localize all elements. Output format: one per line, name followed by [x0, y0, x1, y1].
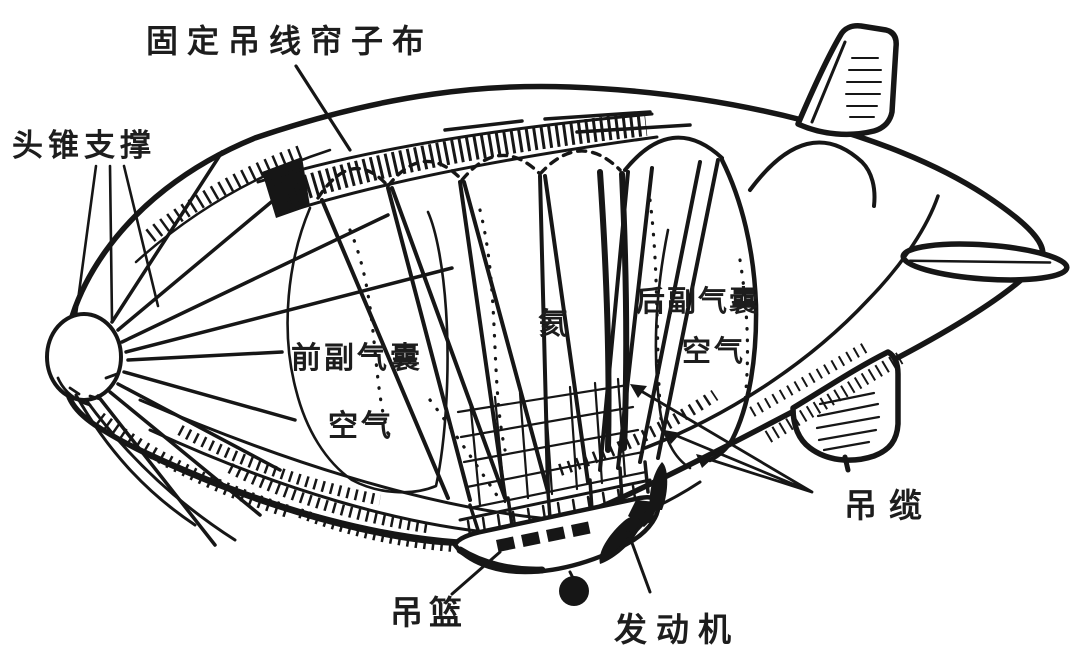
curtain-upper-edge: [256, 112, 654, 184]
horizontal-fin: [900, 241, 1070, 283]
label-rear-air: 空气: [682, 334, 746, 368]
label-front-ballonet: 前副气囊: [291, 341, 423, 376]
nose-cone-cap: [45, 312, 123, 402]
label-nose-support: 头锥支撑: [12, 128, 156, 164]
label-rear-ballonet: 后副气囊: [636, 284, 760, 318]
vertical-fin: [795, 23, 899, 138]
lower-fin-hatch: [815, 391, 881, 452]
gondola-bottom-band: [456, 546, 546, 574]
rear-ballonet-outline: [654, 228, 692, 470]
label-curtain: 固定吊线帘子布: [146, 22, 433, 60]
propeller-blade-upper: [649, 462, 668, 510]
leader-curtain: [294, 64, 352, 152]
netting: [456, 377, 648, 510]
netting-vertical-lines: [468, 377, 627, 507]
gondola-ball: [559, 576, 589, 606]
nose-lower-radials: [74, 393, 237, 542]
belly-hatch-row-2: [227, 463, 431, 534]
label-engine: 发动机: [614, 610, 740, 649]
nose-cone-shading: [56, 372, 119, 407]
rear-cell-boundary: [707, 157, 759, 463]
label-helium: 氦: [538, 307, 568, 342]
gas-cell-dashed-domes: [316, 149, 622, 200]
lower-fin: [790, 349, 901, 463]
gas-cell-solid-dome-2: [748, 140, 877, 208]
vertical-fin-spar: [810, 40, 847, 124]
label-front-air: 空气: [328, 409, 394, 444]
belly-hatch-row-4: [558, 390, 719, 476]
suspension-cables: [320, 158, 720, 532]
front-ballonet-outline: [286, 206, 449, 494]
propeller-hub: [642, 511, 654, 523]
tail-fins: [643, 23, 1070, 473]
leader-nose-support: [74, 164, 160, 322]
tail-inner-curve: [643, 194, 940, 450]
cable-thick-pair: [597, 169, 630, 453]
leader-lines: [74, 64, 814, 596]
leader-cables-arrowheads: [630, 384, 713, 468]
gondola-rail: [458, 478, 652, 522]
engine-propeller: [599, 462, 668, 564]
curtain-hatch-band: [274, 112, 648, 208]
lower-rim-hatch: [96, 412, 292, 519]
ballonets: [286, 206, 692, 494]
horizontal-fin-inner-line: [908, 259, 1052, 264]
leader-gondola: [450, 550, 502, 596]
netting-horizontal-lines: [456, 383, 648, 510]
gondola-windows: [496, 521, 591, 552]
labels: 固定吊线帘子布 头锥支撑 前副气囊 空气 氦 后副气囊 空气 吊缆 吊篮 发动机: [12, 22, 934, 649]
fin-rim-hatch: [764, 352, 904, 443]
vertical-fin-hatch: [845, 57, 882, 118]
gas-cells: [316, 135, 877, 502]
propeller-blade-lower: [599, 516, 642, 564]
cable-fan: [320, 158, 720, 502]
lower-fin-nub: [842, 454, 851, 473]
gas-cell-solid-dome-1: [623, 135, 724, 172]
engine-mount-strut: [610, 520, 647, 558]
label-gondola: 吊篮: [390, 593, 468, 632]
nose-rim-hatch: [145, 144, 305, 242]
label-cables: 吊缆: [844, 486, 934, 525]
leader-engine: [626, 530, 652, 594]
belly-radial-line-2: [148, 428, 497, 535]
nose-rim-inner-contour: [134, 148, 332, 264]
leader-cables-lines: [634, 386, 814, 494]
